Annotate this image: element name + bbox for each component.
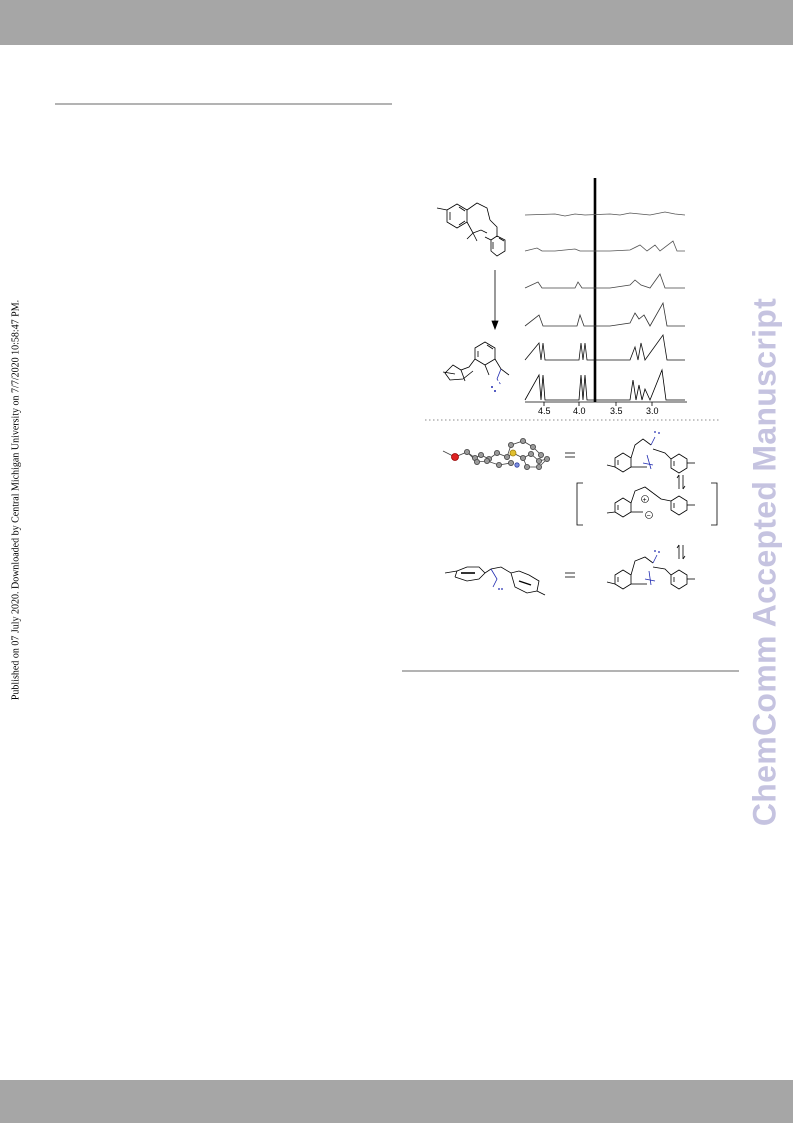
conformer-structure-1 — [606, 431, 695, 474]
right-column-rule — [402, 670, 739, 672]
starting-structure — [436, 202, 506, 257]
spectrum-trace-3 — [524, 273, 685, 289]
publication-sidenote-text: Published on 07 July 2020. Downloaded by… — [10, 299, 22, 701]
left-column-rule — [55, 103, 392, 105]
cation-charge: + — [643, 497, 647, 504]
footer-band — [0, 1080, 793, 1123]
nmr-tick-3-0: 3.0 — [646, 406, 659, 416]
equilibrium-arrows-2 — [676, 544, 686, 560]
spectrum-trace-2 — [524, 240, 685, 252]
spectrum-trace-5 — [524, 333, 685, 361]
watermark-text: ChemComm Accepted Manuscript — [746, 297, 783, 827]
reaction-arrow — [491, 270, 499, 331]
equivalence-sign-2 — [565, 572, 575, 578]
stick-structure-2 — [444, 566, 546, 596]
product-structure — [442, 341, 510, 392]
equilibrium-arrows-1 — [676, 474, 686, 490]
spectrum-trace-4 — [524, 301, 685, 327]
nmr-tick-3-5: 3.5 — [610, 406, 623, 416]
anion-charge: − — [647, 513, 651, 520]
conformer-structure-2 — [606, 550, 695, 590]
nmr-figure: 4.5 4.0 3.5 3.0 — [425, 178, 720, 596]
spectrum-trace-6 — [524, 368, 685, 402]
nmr-tick-4-5: 4.5 — [538, 406, 551, 416]
crystal-structure-1 — [442, 437, 550, 470]
nmr-tick-4-0: 4.0 — [573, 406, 586, 416]
header-band — [0, 0, 793, 45]
equivalence-sign-1 — [565, 452, 575, 458]
spectrum-trace-1 — [524, 211, 686, 217]
zwitterion-bracket: + − — [576, 482, 718, 526]
nmr-spectra: 4.5 4.0 3.5 3.0 — [524, 178, 687, 416]
